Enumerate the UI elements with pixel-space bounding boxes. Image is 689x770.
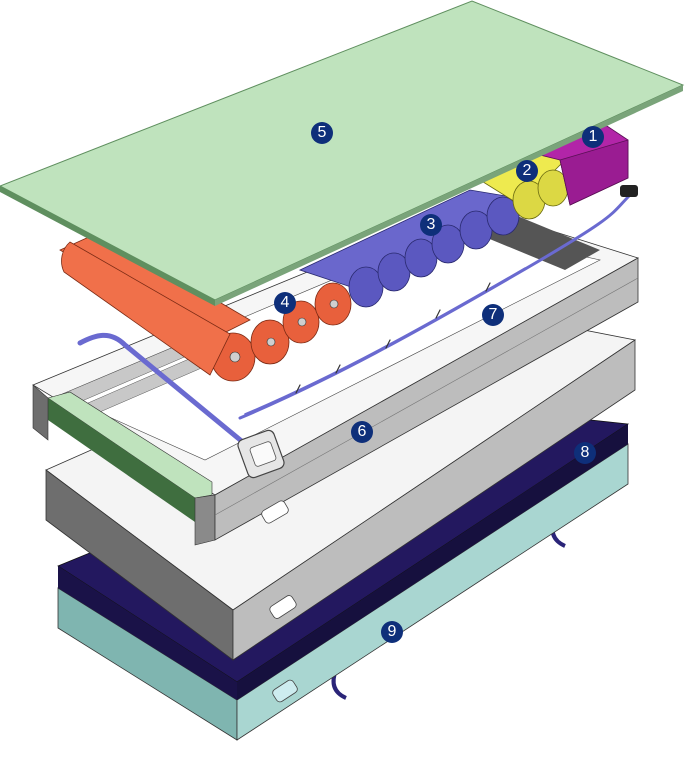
callout-7-marker: 7	[482, 304, 504, 326]
callout-8-marker: 8	[574, 442, 596, 464]
callout-8-label: 8	[580, 444, 590, 461]
callout-3-marker: 3	[420, 214, 442, 236]
callout-2-label: 2	[522, 162, 532, 179]
callout-5-marker: 5	[311, 122, 333, 144]
callout-6-marker: 6	[351, 421, 373, 443]
callout-9-marker: 9	[381, 621, 403, 643]
callout-4-label: 4	[280, 294, 290, 311]
top-sheet-5	[0, 0, 685, 306]
callout-2-marker: 2	[516, 160, 538, 182]
connector	[237, 429, 285, 479]
callout-6-label: 6	[357, 423, 367, 440]
callout-1-label: 1	[588, 128, 598, 145]
callout-1-marker: 1	[582, 126, 604, 148]
callout-3-label: 3	[426, 216, 436, 233]
callout-4-marker: 4	[274, 292, 296, 314]
callout-5-label: 5	[317, 124, 327, 141]
callout-7-label: 7	[488, 306, 498, 323]
blue-cells-3	[298, 189, 532, 308]
orange-cells-4	[55, 231, 352, 382]
callout-9-label: 9	[387, 623, 397, 640]
wiring-harness-7	[77, 185, 638, 451]
